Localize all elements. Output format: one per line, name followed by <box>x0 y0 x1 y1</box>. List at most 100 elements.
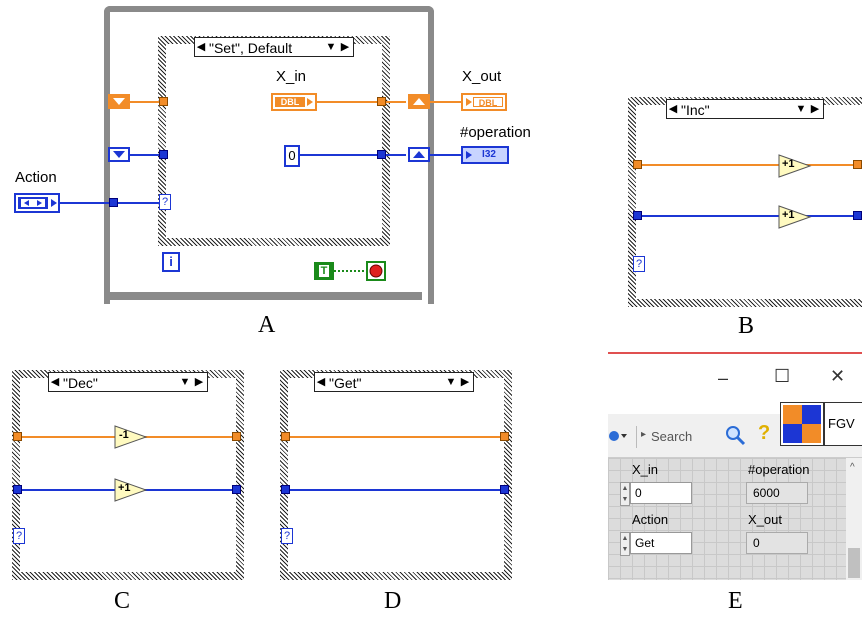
increment-label: +1 <box>118 482 131 494</box>
wire-double <box>288 436 504 438</box>
search-field[interactable]: ▸ Search <box>636 426 717 448</box>
decrement-arrow-icon[interactable]: ◀ <box>50 376 60 388</box>
wire-x-left <box>130 101 160 103</box>
operation-indicator: 6000 <box>746 482 808 504</box>
action-control[interactable] <box>14 193 60 213</box>
scroll-up-icon[interactable]: ^ <box>850 462 855 473</box>
arrow-right-icon <box>307 98 313 106</box>
decrement-arrow-icon[interactable]: ◀ <box>316 376 326 388</box>
action-increment[interactable]: ▲▼ <box>620 532 630 556</box>
navigate-icon[interactable] <box>608 428 628 444</box>
dropdown-arrow-icon[interactable]: ▼ <box>325 41 337 53</box>
increment-label: +1 <box>782 209 795 221</box>
decrement-arrow-icon[interactable]: ◀ <box>196 41 206 53</box>
x-out-label: X_out <box>748 512 782 527</box>
dropdown-arrow-icon[interactable]: ▼ <box>179 376 191 388</box>
help-icon[interactable]: ? <box>758 422 771 444</box>
x-in-label: X_in <box>276 68 307 85</box>
vi-icon-tile <box>802 405 821 424</box>
stop-condition-terminal <box>366 261 386 281</box>
case-selector-terminal: ? <box>281 528 293 544</box>
i32-tag: I32 <box>482 149 496 160</box>
tunnel-double-right <box>500 432 509 441</box>
dropdown-arrow-icon[interactable]: ▼ <box>795 103 807 115</box>
vi-icon <box>780 402 824 446</box>
vertical-scrollbar[interactable]: ^ <box>846 458 862 580</box>
x-out-indicator: DBL <box>461 93 507 111</box>
increment-label: +1 <box>782 158 795 170</box>
x-in-increment[interactable]: ▲▼ <box>620 482 630 506</box>
decrement-label: -1 <box>119 429 129 441</box>
case-selector[interactable]: ◀ "Set", Default ▼ ▶ <box>194 37 354 57</box>
case-selector[interactable]: ◀ "Dec" ▼ ▶ <box>48 372 208 392</box>
search-label: Search <box>651 429 693 444</box>
shift-register-right-integer[interactable] <box>408 147 430 162</box>
case-selector[interactable]: ◀ "Inc" ▼ ▶ <box>666 99 824 119</box>
tunnel-double-left <box>633 160 642 169</box>
x-in-label: X_in <box>632 462 659 477</box>
tunnel-integer-right <box>853 211 862 220</box>
search-arrow-icon: ▸ <box>641 429 647 440</box>
iteration-terminal: i <box>162 252 180 272</box>
window-border-accent <box>608 352 862 354</box>
vi-icon-tile <box>783 424 802 443</box>
case-selector-label: "Set", Default <box>209 40 293 56</box>
operation-indicator: I32 <box>461 146 509 164</box>
tunnel-integer-left <box>159 150 168 159</box>
front-panel: X_in ▲▼ 0 #operation 6000 Action ▲▼ Get … <box>608 458 846 580</box>
stop-icon <box>369 264 383 278</box>
tunnel-action <box>109 198 118 207</box>
operation-label: #operation <box>748 462 810 477</box>
x-in-field[interactable]: 0 <box>630 482 692 504</box>
wire-op-const <box>298 154 406 156</box>
shift-register-left-double[interactable] <box>108 94 130 109</box>
true-constant-label: T <box>319 265 329 277</box>
wire-op-out <box>430 154 462 156</box>
increment-arrow-icon[interactable]: ▶ <box>194 376 204 388</box>
decrement-arrow-icon[interactable]: ◀ <box>668 103 678 115</box>
caption-a: A <box>258 312 276 338</box>
tunnel-double-left <box>13 432 22 441</box>
true-constant[interactable]: T <box>314 262 334 280</box>
zero-constant[interactable]: 0 <box>284 145 300 167</box>
decrement-node-icon[interactable] <box>114 425 148 449</box>
close-button[interactable]: ✕ <box>830 366 846 386</box>
tunnel-integer-right <box>232 485 241 494</box>
increment-node-icon[interactable] <box>778 154 812 178</box>
case-structure-body <box>636 105 862 299</box>
increment-arrow-icon[interactable]: ▶ <box>810 103 820 115</box>
increment-arrow-icon[interactable]: ▶ <box>460 376 470 388</box>
case-structure-body <box>20 378 236 572</box>
minimize-button[interactable]: – <box>718 368 729 388</box>
operation-label: #operation <box>460 124 531 141</box>
increment-node-icon[interactable] <box>114 478 148 502</box>
increment-arrow-icon[interactable]: ▶ <box>340 41 350 53</box>
case-structure-body <box>288 378 504 572</box>
case-selector-terminal: ? <box>633 256 645 272</box>
caption-d: D <box>384 588 402 614</box>
maximize-button[interactable]: ☐ <box>774 366 791 386</box>
tunnel-integer-right <box>377 150 386 159</box>
increment-node-icon[interactable] <box>778 205 812 229</box>
search-icon[interactable] <box>724 424 746 446</box>
caption-c: C <box>114 588 131 614</box>
arrow-right-icon <box>51 199 57 207</box>
action-field[interactable]: Get <box>630 532 692 554</box>
case-selector-label: "Dec" <box>63 375 98 391</box>
case-selector[interactable]: ◀ "Get" ▼ ▶ <box>314 372 474 392</box>
tunnel-double-left <box>159 97 168 106</box>
vi-name: FGV <box>824 402 862 446</box>
case-selector-label: "Get" <box>329 375 362 391</box>
shift-register-right-double[interactable] <box>408 94 430 109</box>
case-structure-body <box>166 44 382 238</box>
scrollbar-thumb[interactable] <box>848 548 860 578</box>
dropdown-arrow-icon[interactable]: ▼ <box>445 376 457 388</box>
wire-integer <box>288 489 504 491</box>
tunnel-integer-left <box>281 485 290 494</box>
enum-icon <box>18 197 48 209</box>
wire-op-left <box>130 154 160 156</box>
action-label: Action <box>15 169 57 186</box>
shift-register-left-integer[interactable] <box>108 147 130 162</box>
x-in-control[interactable]: DBL <box>271 93 317 111</box>
caption-e: E <box>728 588 743 614</box>
